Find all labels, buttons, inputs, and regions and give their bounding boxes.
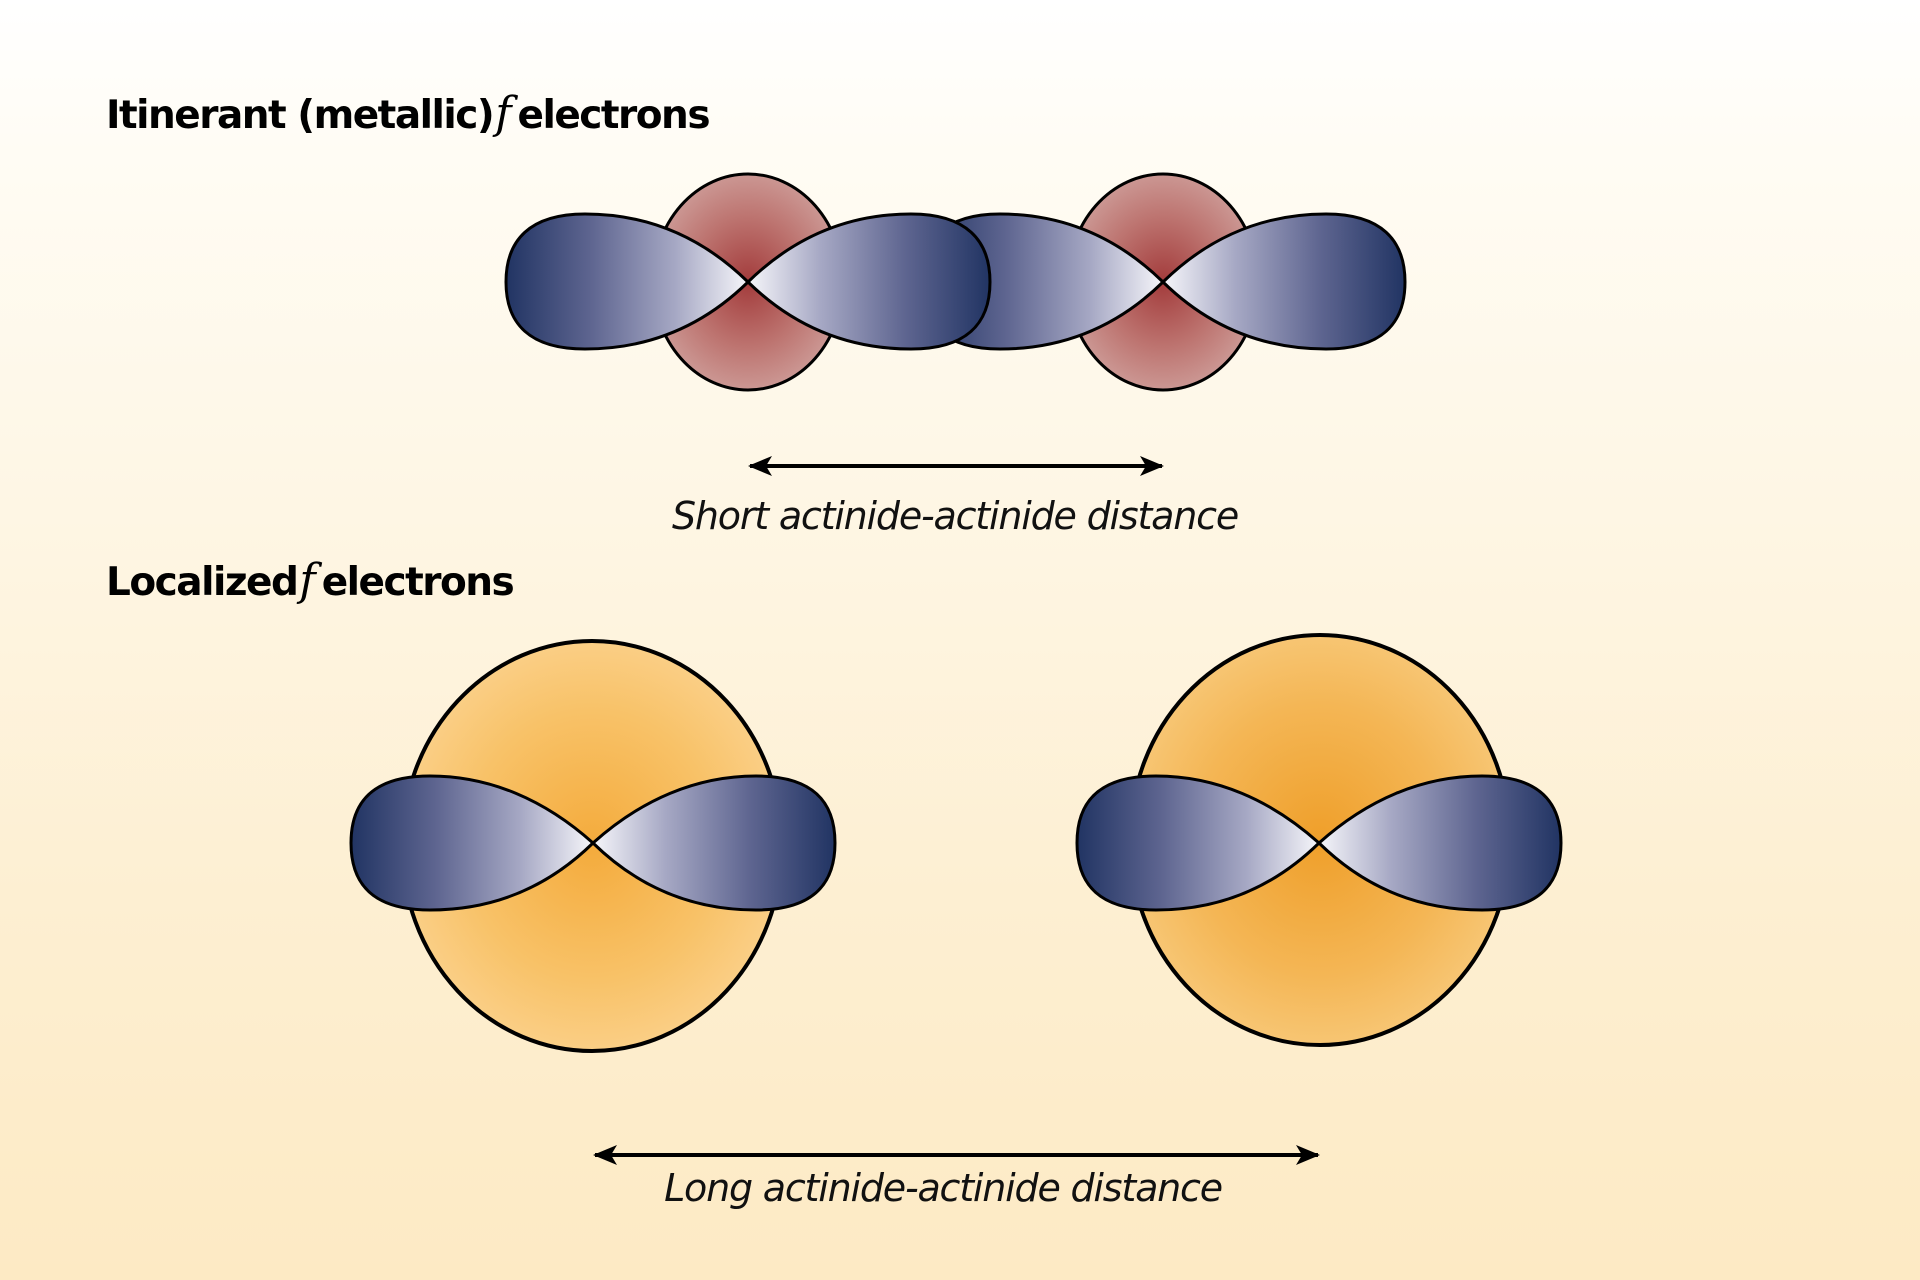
localized-heading-f-symbol: f (299, 555, 316, 606)
localized-atom-1 (349, 639, 837, 1053)
localized-heading-suffix: electrons (321, 560, 515, 605)
localized-lobe-1-left (349, 774, 596, 912)
itinerant-heading-f-symbol: f (495, 88, 512, 139)
localized-lobe-2-left (1075, 774, 1322, 912)
itinerant-lobe-1-right (745, 212, 992, 351)
short-distance-caption: Short actinide-actinide distance (671, 494, 1239, 538)
itinerant-atom-2 (919, 172, 1407, 392)
itinerant-atom-1 (504, 172, 992, 392)
localized-heading-prefix: Localized (106, 560, 299, 605)
itinerant-lobe-1-left (504, 212, 751, 351)
itinerant-heading-prefix: Itinerant (metallic) (106, 93, 495, 138)
itinerant-heading-suffix: electrons (517, 93, 711, 138)
localized-lobe-2-right (1316, 774, 1563, 912)
localized-lobe-1-right (590, 774, 837, 912)
localized-atom-2 (1075, 633, 1563, 1047)
long-distance-caption: Long actinide-actinide distance (664, 1166, 1223, 1210)
itinerant-lobe-2-right (1160, 212, 1407, 351)
